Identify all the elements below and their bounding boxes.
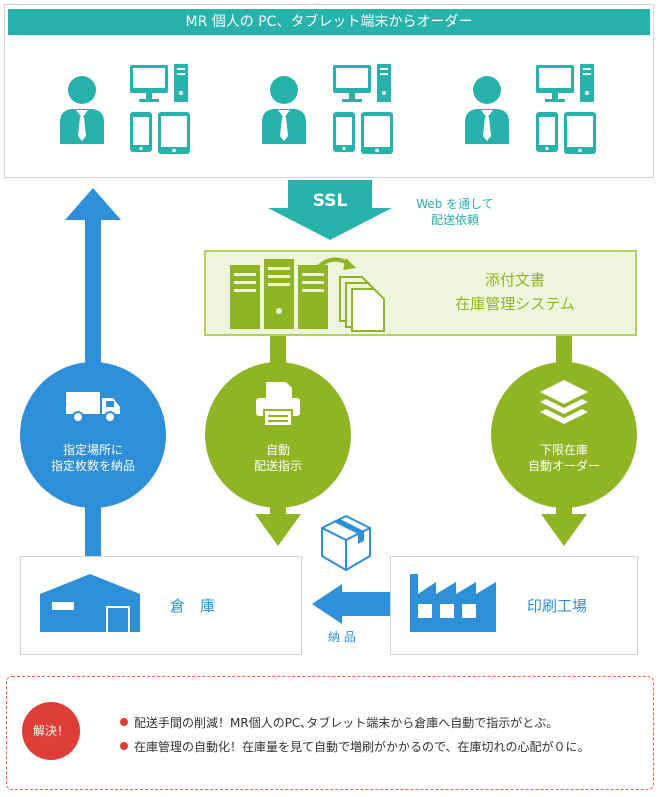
dispatch-line1: 自動 xyxy=(265,443,290,457)
warehouse-label: 倉 庫 xyxy=(170,597,216,615)
system-icons xyxy=(230,257,385,332)
delivery-line2: 指定枚数を納品 xyxy=(50,459,135,473)
server-icon xyxy=(230,259,328,329)
truck-icon xyxy=(66,392,120,423)
delivery-caption: 指定場所に 指定枚数を納品 xyxy=(20,442,166,474)
factory-icon xyxy=(410,574,496,632)
factory-label: 印刷工場 xyxy=(527,597,588,615)
documents-icon xyxy=(339,276,385,332)
ssl-note-line2: 配送依頼 xyxy=(430,213,479,227)
delivery-up-arrowhead xyxy=(65,188,121,220)
order-line1: 下限在庫 xyxy=(539,443,588,457)
solution-point-2-text: 在庫管理の自動化！在庫量を見て自動で増刷がかかるので、在庫切れの心配が０に。 xyxy=(134,740,590,754)
ssl-arrow xyxy=(268,180,392,240)
dispatch-arrowhead xyxy=(255,514,301,546)
order-arrowhead xyxy=(541,514,587,546)
shipment-arrow xyxy=(312,584,390,624)
solution-box xyxy=(6,676,654,790)
ssl-label: SSL xyxy=(312,191,348,211)
ssl-note: Web を通して 配送依頼 xyxy=(400,196,510,228)
printer-icon xyxy=(256,382,300,427)
solution-point-1-text: 配送手間の削減！MR個人のPC､タブレット端末から倉庫へ自動で指示がとぶ。 xyxy=(134,716,559,730)
delivery-line1: 指定場所に xyxy=(62,443,123,457)
layers-icon xyxy=(540,380,588,424)
ssl-note-line1: Web を通して xyxy=(416,197,494,211)
delivery-circle xyxy=(20,362,166,508)
solution-point-1: 配送手間の削減！MR個人のPC､タブレット端末から倉庫へ自動で指示がとぶ。 xyxy=(120,714,558,732)
dispatch-line2: 配送指示 xyxy=(253,459,302,473)
bullet-icon xyxy=(120,718,128,726)
box-icon xyxy=(321,515,371,571)
solution-badge: 解決！ xyxy=(22,702,80,760)
order-line2: 自動オーダー xyxy=(527,459,600,473)
order-caption: 下限在庫 自動オーダー xyxy=(491,442,637,474)
system-line1: 添付文書 xyxy=(484,271,545,289)
warehouse-icon xyxy=(40,574,140,632)
system-line2: 在庫管理システム xyxy=(455,295,575,313)
dispatch-caption: 自動 配送指示 xyxy=(205,442,351,474)
delivery-label: 納 品 xyxy=(328,630,356,644)
inventory-system-title: 添付文書 在庫管理システム xyxy=(395,268,635,316)
solution-point-2: 在庫管理の自動化！在庫量を見て自動で増刷がかかるので、在庫切れの心配が０に。 xyxy=(120,738,590,756)
bullet-icon xyxy=(120,742,128,750)
order-banner: MR 個人の PC、タブレット端末からオーダー xyxy=(8,9,650,35)
